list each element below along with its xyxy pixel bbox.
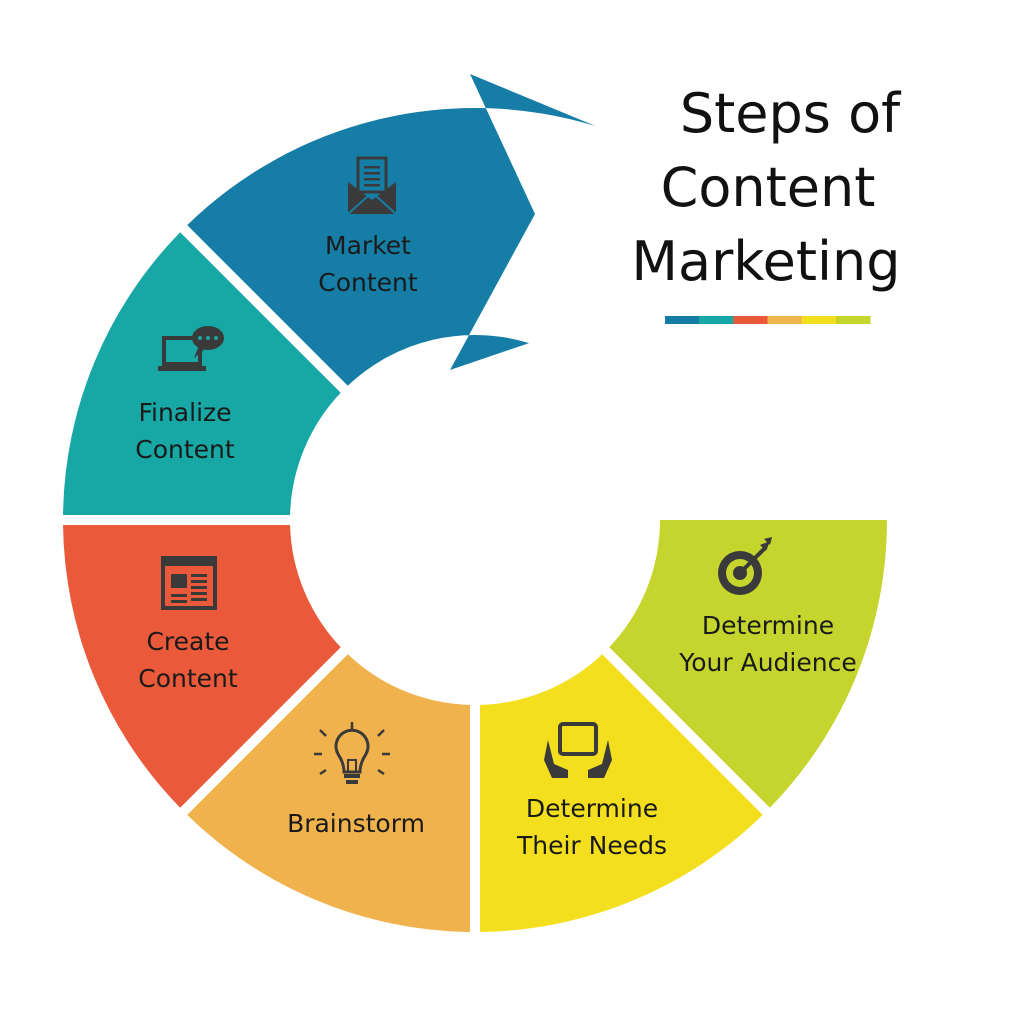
segment-5 (63, 232, 341, 516)
step-2-label-line-1: Determine (526, 794, 658, 823)
cycle-segments (63, 74, 887, 932)
envelope-document-icon (347, 156, 397, 215)
step-1-label-line-2: Your Audience (678, 648, 856, 677)
title: Steps of Content Marketing (631, 82, 902, 293)
accent-bar-block-6 (835, 316, 871, 324)
step-6-label-line-2: Content (318, 268, 418, 297)
step-1-label-line-1: Determine (702, 611, 834, 640)
step-4-label-line-1: Create (146, 627, 229, 656)
accent-bar-block-4 (767, 316, 803, 324)
accent-bar-block-5 (801, 316, 837, 324)
segment-6 (187, 74, 596, 386)
segment-3 (187, 654, 471, 932)
title-accent-bar (665, 316, 871, 324)
step-2-label-line-2: Their Needs (516, 831, 667, 860)
segment-2 (479, 654, 763, 932)
laptop-chat-icon (158, 326, 224, 371)
web-page-icon (161, 556, 217, 610)
step-5-label-line-1: Finalize (138, 398, 231, 427)
accent-bar-block-2 (699, 316, 734, 324)
step-6-label-line-1: Market (325, 231, 411, 260)
segment-4 (63, 524, 341, 808)
step-3-label-line-1: Brainstorm (287, 809, 425, 838)
title-line-1: Steps of (680, 82, 902, 145)
step-4-label-line-2: Content (138, 664, 238, 693)
lightbulb-icon (314, 722, 390, 784)
title-line-3: Marketing (631, 230, 900, 293)
step-icons (158, 156, 772, 784)
tablet-hands-icon (544, 722, 612, 778)
accent-bar-block-1 (665, 316, 700, 324)
segment-1 (609, 520, 887, 808)
target-icon (718, 537, 772, 595)
accent-bar-block-3 (733, 316, 768, 324)
step-5-label-line-2: Content (135, 435, 235, 464)
title-line-2: Content (661, 156, 876, 219)
